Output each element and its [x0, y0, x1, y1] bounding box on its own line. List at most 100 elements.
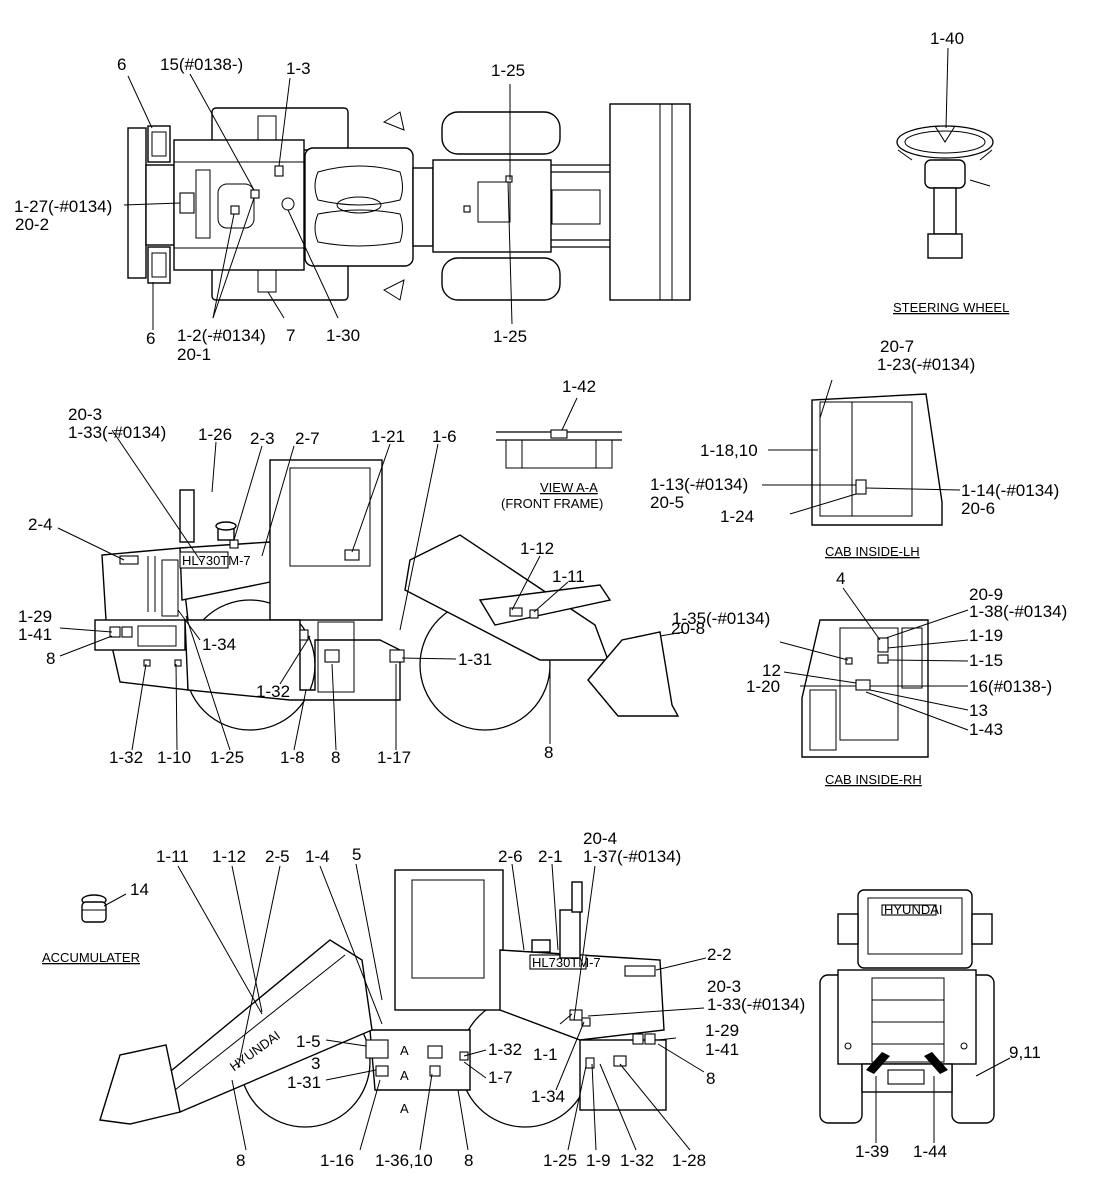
ls-label-1-34: 1-34 — [202, 635, 236, 654]
rs-label-8b: 8 — [236, 1151, 245, 1170]
top-label-1-27: 1-27(-#0134) — [14, 197, 112, 216]
top-label-6a: 6 — [117, 55, 126, 74]
accumulator-caption: ACCUMULATER — [42, 950, 140, 965]
top-label-1-30: 1-30 — [326, 326, 360, 345]
right-model-badge: HL730TM-7 — [532, 955, 601, 970]
top-label-1-2: 1-2(-#0134) — [177, 326, 266, 345]
rs-label-20-3: 20-3 — [707, 977, 741, 996]
steering-label-1-40: 1-40 — [930, 29, 964, 48]
rh-label-1-15: 1-15 — [969, 651, 1003, 670]
accumulator-drawing: 14 ACCUMULATER — [42, 880, 149, 965]
rear-top-brand: HYUNDAI — [884, 902, 943, 917]
rs-label-8a: 8 — [706, 1069, 715, 1088]
top-label-1-25a: 1-25 — [491, 61, 525, 80]
ls-label-8b: 8 — [331, 748, 340, 767]
ls-label-1-26: 1-26 — [198, 425, 232, 444]
ls-label-1-10: 1-10 — [157, 748, 191, 767]
ls-label-20-3: 20-3 — [68, 405, 102, 424]
ls-label-1-21: 1-21 — [371, 427, 405, 446]
arrow-marker-a1: A — [400, 1043, 409, 1058]
ls-label-2-3: 2-3 — [250, 429, 275, 448]
rear-label-1-44: 1-44 — [913, 1142, 947, 1161]
lh-label-1-13: 1-13(-#0134) — [650, 475, 748, 494]
lh-label-20-5: 20-5 — [650, 493, 684, 512]
ls-label-1-32b: 1-32 — [109, 748, 143, 767]
rs-label-2-5: 2-5 — [265, 847, 290, 866]
lh-label-1-24: 1-24 — [720, 507, 754, 526]
ls-label-1-41: 1-41 — [18, 625, 52, 644]
rs-label-5: 5 — [352, 845, 361, 864]
view-aa-subcaption: (FRONT FRAME) — [501, 496, 603, 511]
top-label-1-3: 1-3 — [286, 59, 311, 78]
lh-label-1-23: 1-23(-#0134) — [877, 355, 975, 374]
top-view-drawing: 6 15(#0138-) 1-3 1-25 1-27(-#0134) 20-2 … — [14, 55, 691, 364]
rs-label-1-25: 1-25 — [543, 1151, 577, 1170]
rs-label-1-5: 1-5 — [296, 1032, 321, 1051]
view-aa-caption: VIEW A-A — [540, 480, 598, 495]
rh-label-1-20: 1-20 — [746, 677, 780, 696]
top-label-15: 15(#0138-) — [160, 55, 243, 74]
lh-label-1-14: 1-14(-#0134) — [961, 481, 1059, 500]
cab-inside-rh-drawing: 4 20-9 1-38(-#0134) 1-35(-#0134) 1-19 1-… — [672, 569, 1067, 787]
rs-label-1-11: 1-11 — [156, 847, 189, 866]
ls-label-2-4: 2-4 — [28, 515, 53, 534]
arrow-marker-a2: A — [400, 1068, 409, 1083]
rs-label-1-36: 1-36,10 — [375, 1151, 433, 1170]
rear-view-drawing: HYUNDAI 9,11 1-39 1-44 — [819, 889, 1041, 1161]
ls-label-8a: 8 — [46, 649, 55, 668]
ls-label-2-7: 2-7 — [295, 429, 320, 448]
ls-label-1-6: 1-6 — [432, 427, 457, 446]
ls-label-1-32a: 1-32 — [256, 682, 290, 701]
rs-label-2-2: 2-2 — [707, 945, 732, 964]
top-label-1-25b: 1-25 — [493, 327, 527, 346]
rs-label-1-29: 1-29 — [705, 1021, 739, 1040]
rs-label-1-16: 1-16 — [320, 1151, 354, 1170]
cab-inside-lh-drawing: 20-7 1-23(-#0134) 1-18,10 1-13(-#0134) 2… — [650, 337, 1059, 559]
rs-label-1-12: 1-12 — [212, 847, 246, 866]
top-label-7: 7 — [286, 326, 295, 345]
lh-label-20-7: 20-7 — [880, 337, 914, 356]
ls-label-1-31: 1-31 — [458, 650, 492, 669]
rs-label-1-9: 1-9 — [586, 1151, 611, 1170]
rs-label-1-1: 1-1 — [533, 1045, 558, 1064]
view-aa-label-1-42: 1-42 — [562, 377, 596, 396]
lh-label-1-18: 1-18,10 — [700, 441, 758, 460]
rs-label-1-28: 1-28 — [672, 1151, 706, 1170]
ls-label-1-8: 1-8 — [280, 748, 305, 767]
steering-wheel-caption: STEERING WHEEL — [893, 300, 1009, 315]
ls-label-1-12: 1-12 — [520, 539, 554, 558]
rs-label-2-1: 2-1 — [538, 847, 563, 866]
ls-label-1-33: 1-33(-#0134) — [68, 423, 166, 442]
rs-label-1-4: 1-4 — [305, 847, 330, 866]
rs-label-1-7: 1-7 — [488, 1068, 513, 1087]
rs-label-1-37: 1-37(-#0134) — [583, 847, 681, 866]
rs-label-1-32b: 1-32 — [620, 1151, 654, 1170]
left-side-view-drawing: HL730TM-7 — [18, 405, 705, 767]
rear-label-9-11: 9,11 — [1009, 1043, 1041, 1062]
top-label-20-2: 20-2 — [15, 215, 49, 234]
cab-rh-caption: CAB INSIDE-RH — [825, 772, 922, 787]
view-a-a-drawing: 1-42 VIEW A-A (FRONT FRAME) — [496, 377, 622, 511]
rear-label-1-39: 1-39 — [855, 1142, 889, 1161]
ls-label-8c: 8 — [544, 743, 553, 762]
rh-label-1-19: 1-19 — [969, 626, 1003, 645]
rh-label-1-35: 1-35(-#0134) — [672, 609, 770, 628]
top-label-20-1: 20-1 — [177, 345, 211, 364]
lh-label-20-6: 20-6 — [961, 499, 995, 518]
arrow-marker-a3: A — [400, 1101, 409, 1116]
rs-label-3: 3 — [311, 1054, 320, 1073]
accumulator-label-14: 14 — [130, 880, 149, 899]
rs-label-8c: 8 — [464, 1151, 473, 1170]
rh-label-1-38: 1-38(-#0134) — [969, 602, 1067, 621]
rs-label-2-6: 2-6 — [498, 847, 523, 866]
left-model-badge: HL730TM-7 — [182, 553, 251, 568]
rs-label-1-33: 1-33(-#0134) — [707, 995, 805, 1014]
rh-label-1-43: 1-43 — [969, 720, 1003, 739]
rh-label-12: 12 — [762, 661, 781, 680]
rs-label-1-32a: 1-32 — [488, 1040, 522, 1059]
right-side-view-drawing: HL730TM-7 HYUNDAI A A A — [99, 829, 805, 1170]
ls-label-1-11: 1-11 — [552, 567, 585, 586]
ls-label-1-17: 1-17 — [377, 748, 411, 767]
top-label-6b: 6 — [146, 329, 155, 348]
